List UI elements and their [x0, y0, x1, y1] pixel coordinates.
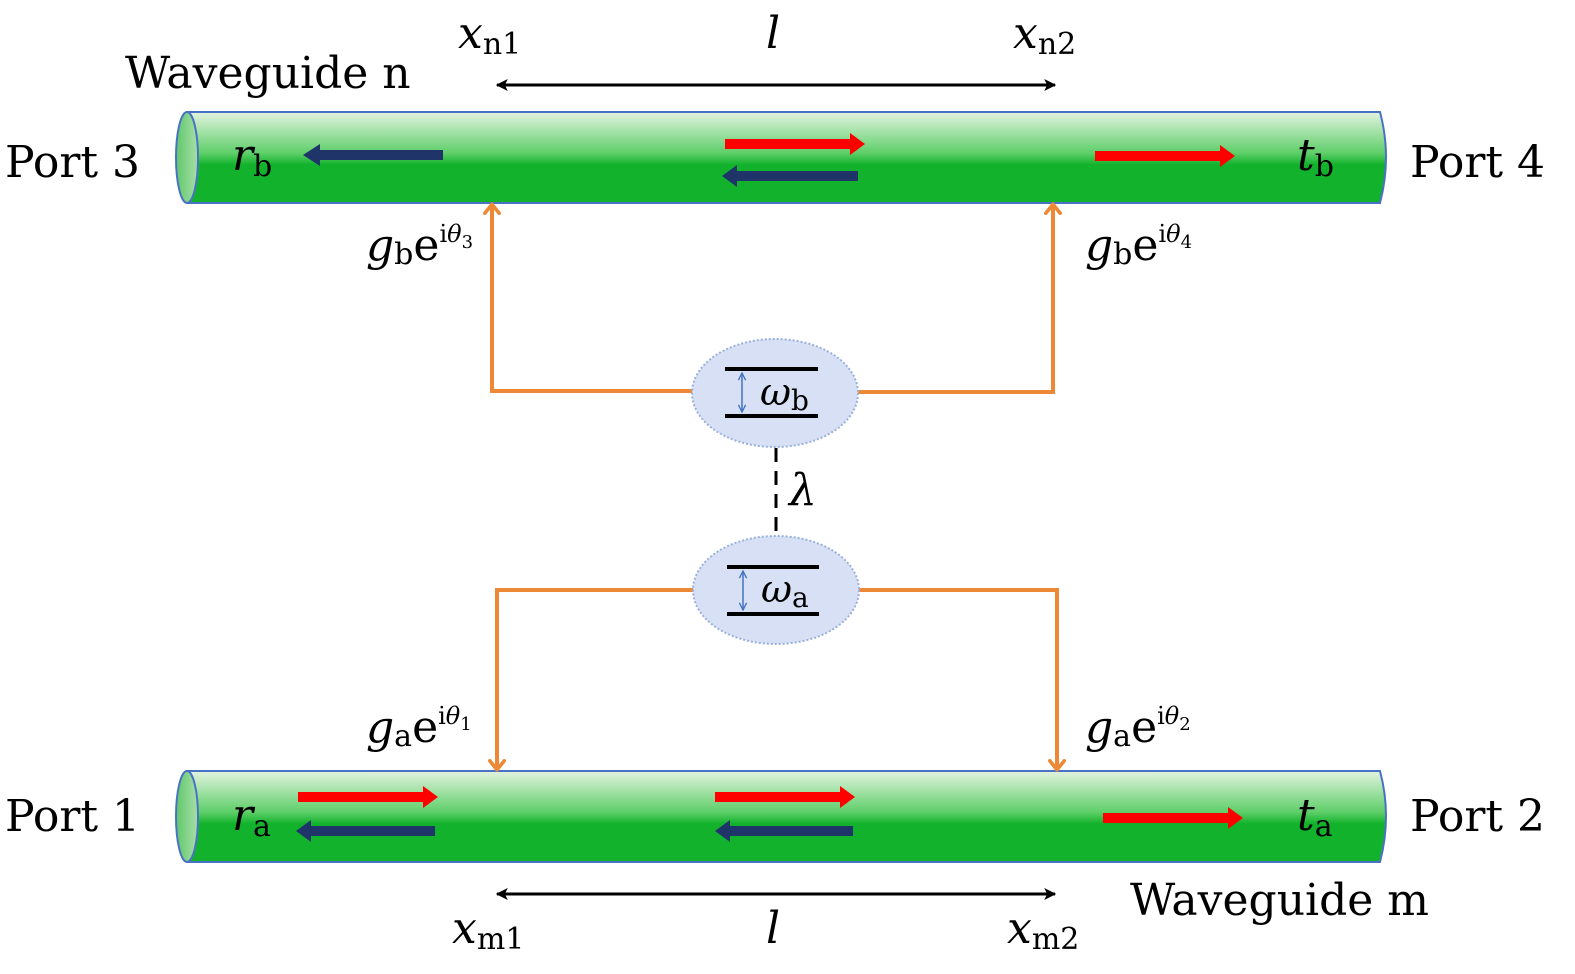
port-3-label: Port 3 — [5, 137, 140, 188]
forward-arrow-ta — [1103, 807, 1243, 829]
waveguide-m-cap — [175, 770, 199, 863]
atom-a: ωa — [692, 535, 860, 645]
forward-arrow-middle-m — [715, 786, 855, 808]
coupling-line-b-right — [857, 202, 1062, 394]
transmission-tb-label: tb — [1297, 130, 1334, 184]
transmission-ta-label: ta — [1297, 790, 1333, 844]
atom-b: ωb — [691, 338, 859, 448]
forward-arrow-tb — [1095, 145, 1235, 167]
waveguide-n-label: Waveguide n — [125, 48, 411, 99]
coupling-line-a-right — [858, 588, 1066, 772]
coupling-label-ga-theta1: gaeiθ1 — [366, 702, 472, 754]
coupling-label-gb-theta4: gbeiθ4 — [1085, 220, 1192, 272]
port-4-label: Port 4 — [1410, 137, 1545, 188]
atom-b-frequency-label: ωb — [760, 370, 809, 417]
waveguide-m — [175, 770, 1387, 863]
reflection-rb-label: rb — [232, 130, 272, 184]
atom-b-bubble — [691, 338, 859, 448]
coupling-label-gb-theta3: gbeiθ3 — [366, 220, 473, 272]
backward-arrow-middle-n — [722, 165, 858, 187]
forward-arrow-middle-n — [725, 133, 865, 155]
x-n1-label: xn1 — [458, 8, 521, 62]
port-2-label: Port 2 — [1410, 791, 1545, 842]
backward-arrow-ra — [296, 820, 435, 842]
coupling-line-a-left — [488, 588, 695, 772]
waveguide-n — [175, 111, 1387, 204]
reflection-ra-label: ra — [232, 790, 271, 844]
atom-a-frequency-label: ωa — [761, 567, 809, 614]
length-l-top: l — [766, 8, 780, 59]
port-1-label: Port 1 — [5, 791, 140, 842]
waveguide-n-cap — [175, 111, 199, 204]
forward-arrow-ra — [298, 786, 438, 808]
waveguide-m-body — [186, 770, 1387, 863]
backward-arrow-middle-m — [715, 820, 853, 842]
backward-arrow-rb — [303, 144, 443, 166]
interaction-lambda-label: λ — [787, 465, 817, 516]
length-l-bottom: l — [766, 903, 780, 954]
x-m1-label: xm1 — [452, 903, 524, 957]
coupling-label-ga-theta2: gaeiθ2 — [1085, 702, 1191, 754]
x-n2-label: xn2 — [1013, 8, 1076, 62]
coupling-line-b-left — [483, 202, 695, 393]
atom-a-bubble — [692, 535, 860, 645]
waveguide-n-body — [186, 111, 1387, 204]
waveguide-m-label: Waveguide m — [1130, 875, 1429, 926]
x-m2-label: xm2 — [1007, 903, 1079, 957]
